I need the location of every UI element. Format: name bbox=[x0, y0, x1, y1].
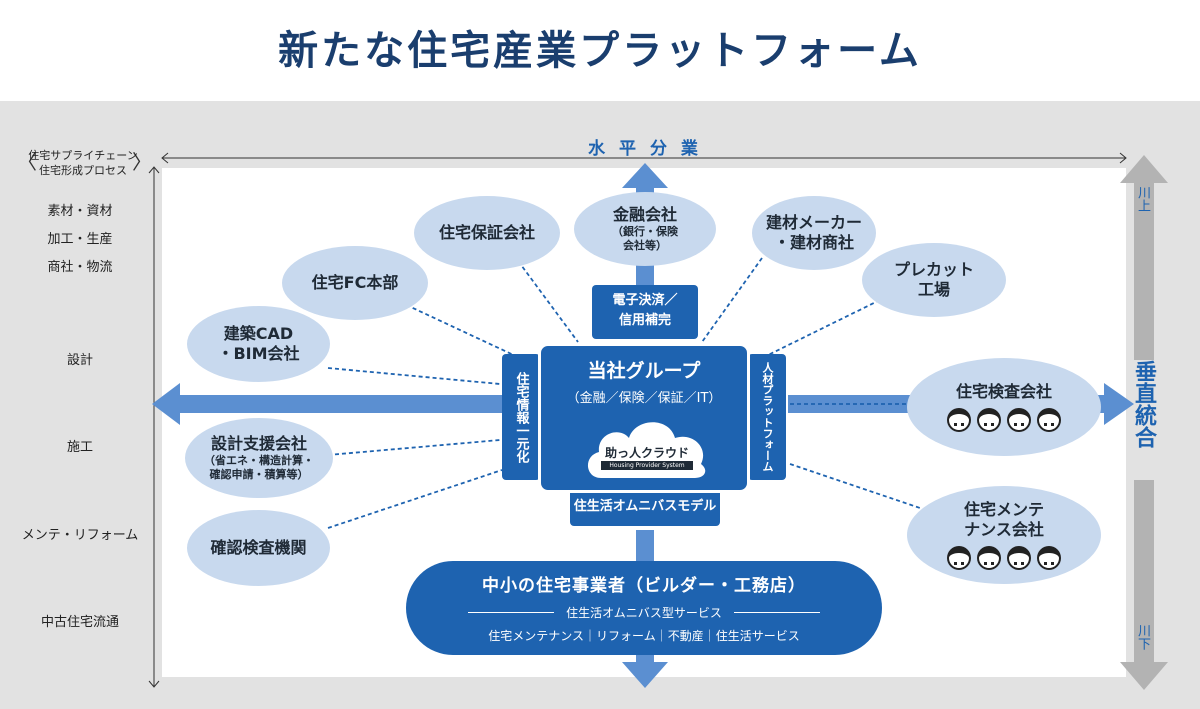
company-group-subtitle: （金融／保険／保証／IT） bbox=[566, 391, 722, 406]
housing-inspection-node: 住宅検査会社 bbox=[907, 358, 1101, 456]
housing-warranty-node: 住宅保証会社 bbox=[414, 196, 560, 270]
builder-title: 中小の住宅事業者（ビルダー・工務店） bbox=[482, 576, 806, 596]
finance-company-node: 金融会社 （銀行・保険 会社等） bbox=[574, 192, 716, 266]
left-arrow bbox=[152, 383, 505, 425]
building-material-node: 建材メーカー ・建材商社 bbox=[752, 196, 876, 270]
stage-label: メンテ・リフォーム bbox=[21, 528, 139, 543]
payment-tab: 電子決済／信用補完 bbox=[592, 285, 698, 339]
horizontal-axis-arrow bbox=[161, 152, 1127, 164]
housing-maintenance-node: 住宅メンテ ナンス会社 bbox=[907, 486, 1101, 584]
hr-platform-tab: 人材プラットフォーム bbox=[748, 354, 786, 480]
inspection-agency-node: 確認検査機関 bbox=[187, 510, 330, 586]
person-icon bbox=[1007, 546, 1031, 570]
stage-label: 施工 bbox=[66, 440, 93, 455]
builder-box: 中小の住宅事業者（ビルダー・工務店） 住生活オムニバス型サービス 住宅メンテナン… bbox=[406, 561, 882, 655]
page-title: 新たな住宅産業プラットフォーム bbox=[278, 28, 922, 74]
builder-service-line: 住生活オムニバス型サービス bbox=[406, 604, 882, 621]
person-icon bbox=[1037, 546, 1061, 570]
staff-icons bbox=[947, 546, 1061, 570]
stage-label: 加工・生産 bbox=[47, 232, 113, 247]
stage-label: 中古住宅流通 bbox=[40, 615, 119, 630]
design-support-node: 設計支援会社 （省エネ・構造計算・ 確認申請・積算等） bbox=[185, 418, 333, 498]
left-header: 住宅サプライチェーン住宅形成プロセス bbox=[28, 149, 138, 177]
housing-fc-node: 住宅FC本部 bbox=[282, 246, 428, 320]
person-icon bbox=[947, 546, 971, 570]
worker-helmet-icon bbox=[947, 408, 971, 432]
stage-label: 商社・物流 bbox=[47, 260, 113, 275]
builder-service-subtitle: 住生活オムニバス型サービス bbox=[566, 606, 722, 620]
builder-services: 住宅メンテナンス｜リフォーム｜不動産｜住生活サービス bbox=[488, 629, 800, 643]
upstream-label: 川上 bbox=[1135, 186, 1150, 212]
worker-helmet-icon bbox=[1007, 408, 1031, 432]
inspector-icons bbox=[947, 408, 1061, 432]
worker-helmet-icon bbox=[977, 408, 1001, 432]
omnibus-model-tab: 住生活オムニバスモデル bbox=[570, 488, 720, 526]
cloud-logo: 助っ人クラウド Housing Provider System bbox=[587, 446, 707, 476]
info-unification-tab: 住宅情報一元化 bbox=[502, 354, 540, 480]
company-group-title: 当社グループ bbox=[587, 360, 701, 382]
stage-label: 素材・資材 bbox=[47, 204, 113, 219]
vertical-integration-label: 垂直統合 bbox=[1126, 360, 1160, 480]
stage-label: 設計 bbox=[66, 353, 93, 368]
downstream-label: 川下 bbox=[1135, 624, 1150, 650]
bracket-left: 〈 bbox=[17, 150, 37, 174]
precut-factory-node: プレカット 工場 bbox=[862, 243, 1006, 317]
company-group-box: 当社グループ （金融／保険／保証／IT） 助っ人クラウド Housing Pro… bbox=[538, 343, 750, 493]
worker-helmet-icon bbox=[1037, 408, 1061, 432]
horizontal-division-label: 水 平 分 業 bbox=[560, 134, 730, 159]
person-icon bbox=[977, 546, 1001, 570]
bracket-right: 〉 bbox=[132, 150, 152, 174]
process-axis-arrow bbox=[148, 166, 160, 688]
cad-bim-node: 建築CAD ・BIM会社 bbox=[187, 306, 330, 382]
